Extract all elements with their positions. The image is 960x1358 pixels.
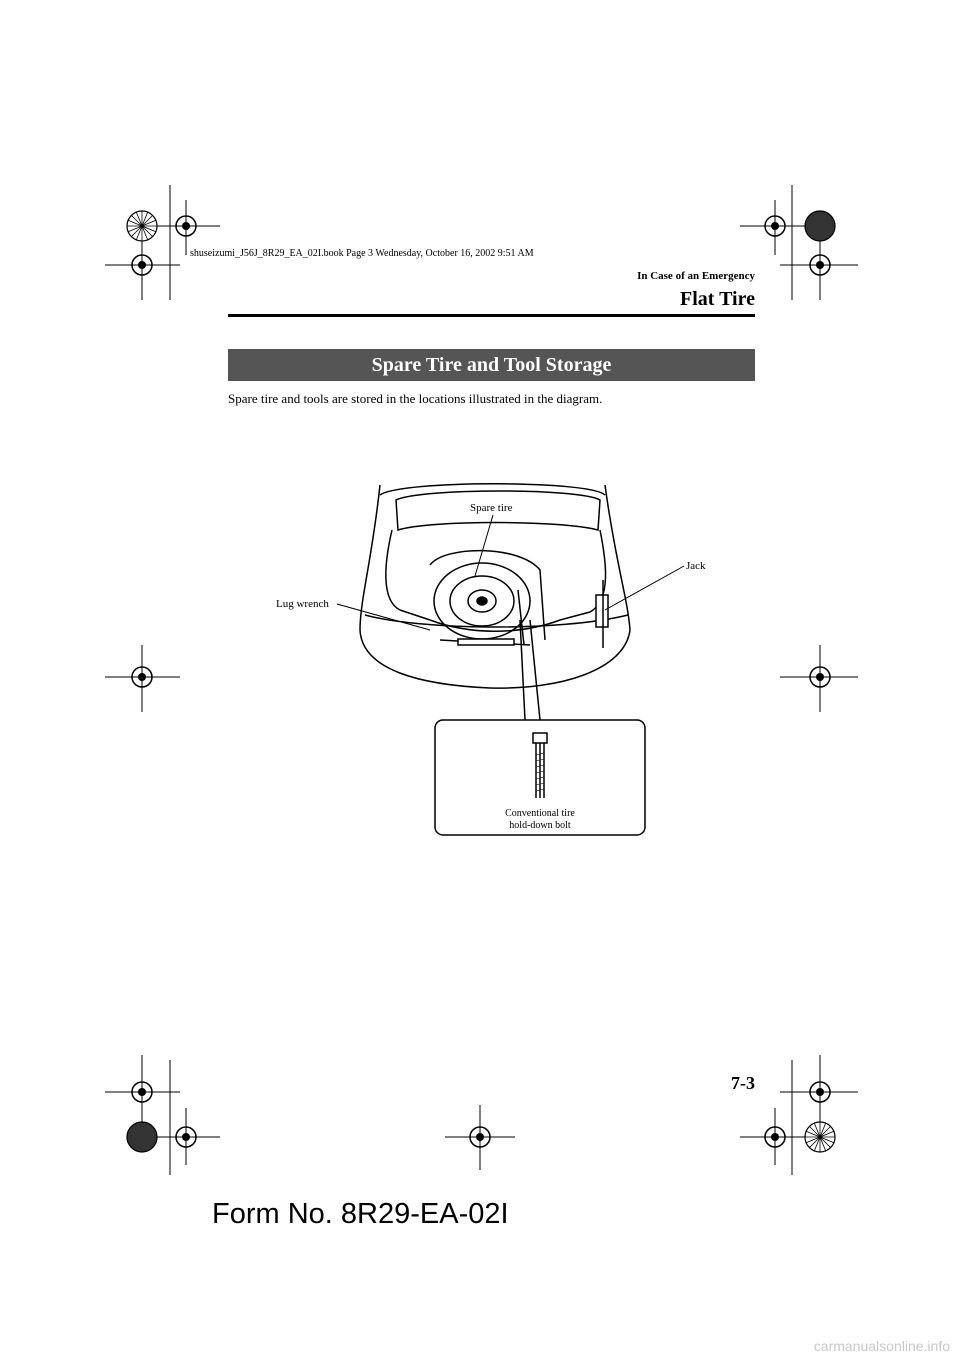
section-name: In Case of an Emergency [637, 270, 755, 282]
label-jack: Jack [686, 560, 706, 572]
sunburst-icon [126, 1121, 158, 1153]
trunk-illustration [359, 483, 631, 689]
label-lug-wrench: Lug wrench [276, 598, 329, 610]
registration-targets [126, 210, 836, 1153]
sunburst-icon [804, 210, 836, 242]
print-info-line: shuseizumi_J56J_8R29_EA_02I.book Page 3 … [190, 248, 534, 259]
sunburst-icon [126, 210, 158, 242]
bolt-callout [434, 619, 646, 836]
label-bolt-line1: Conventional tire [505, 808, 575, 819]
target-icon [175, 215, 197, 237]
section-banner: Spare Tire and Tool Storage [228, 349, 755, 381]
target-icon [809, 1081, 831, 1103]
target-icon [809, 666, 831, 688]
title-rule [228, 314, 755, 317]
watermark-url: carmanualsonline.info [813, 1338, 950, 1354]
target-icon [764, 215, 786, 237]
label-spare-tire: Spare tire [470, 502, 513, 514]
target-icon [764, 1126, 786, 1148]
label-hold-down-bolt: Conventional tire hold-down bolt [470, 808, 610, 832]
form-number: Form No. 8R29-EA-02I [212, 1198, 509, 1230]
sunburst-icon [804, 1121, 836, 1153]
leader-lines [336, 514, 685, 631]
target-icon [131, 666, 153, 688]
target-icon [809, 254, 831, 276]
page-number: 7-3 [731, 1073, 755, 1093]
crop-marks-top [105, 185, 858, 1175]
page-title: Flat Tire [680, 288, 755, 310]
target-icon [131, 1081, 153, 1103]
target-icon [469, 1126, 491, 1148]
target-icon [131, 254, 153, 276]
label-bolt-line2: hold-down bolt [509, 820, 571, 831]
body-paragraph: Spare tire and tools are stored in the l… [228, 391, 603, 406]
target-icon [175, 1126, 197, 1148]
